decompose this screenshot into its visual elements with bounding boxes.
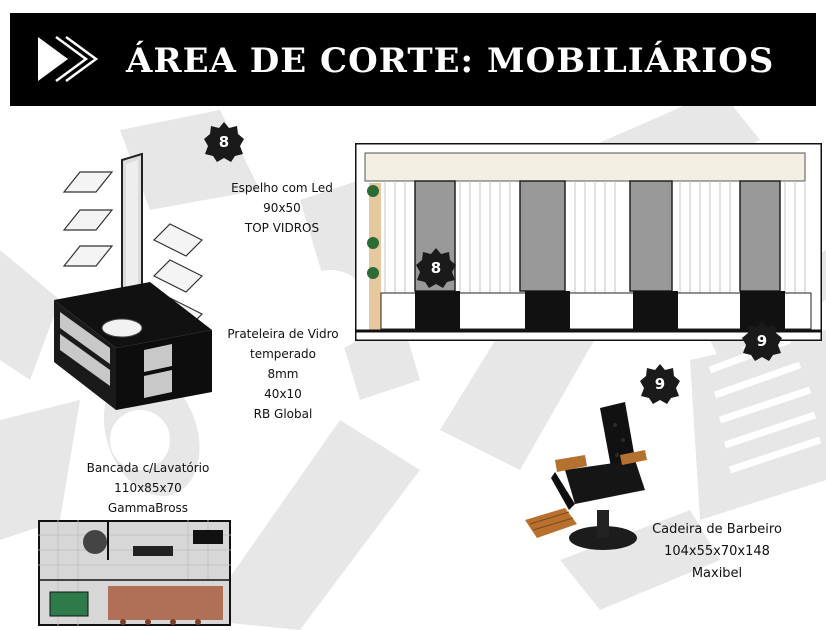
vanity-spec-label: Bancada c/Lavatório 110x85x70 GammaBross	[86, 461, 210, 515]
item-number-badge: 9	[640, 364, 680, 404]
page-title: ÁREA DE CORTE: MOBILIÁRIOS	[126, 41, 775, 81]
double-chevron-play-icon	[38, 35, 99, 83]
item-number-badge: 9	[742, 321, 782, 361]
chair-spec-label: Cadeira de Barbeiro 104x55x70x148 Maxibe…	[652, 522, 782, 581]
wall-elevation-drawing	[355, 143, 822, 341]
header-bar: ÁREA DE CORTE: MOBILIÁRIOS	[10, 13, 816, 106]
vanity-mirror-shelves-illustration	[54, 152, 212, 410]
floor-plan-drawing	[38, 520, 231, 626]
mirror-spec-label: Espelho com Led 90x50 TOP VIDROS	[231, 181, 333, 235]
shelf-spec-label: Prateleira de Vidro temperado 8mm 40x10 …	[227, 327, 339, 421]
barber-chair-illustration	[525, 402, 647, 550]
item-number-badge: 8	[416, 248, 456, 288]
item-number-badge: 8	[204, 122, 244, 162]
